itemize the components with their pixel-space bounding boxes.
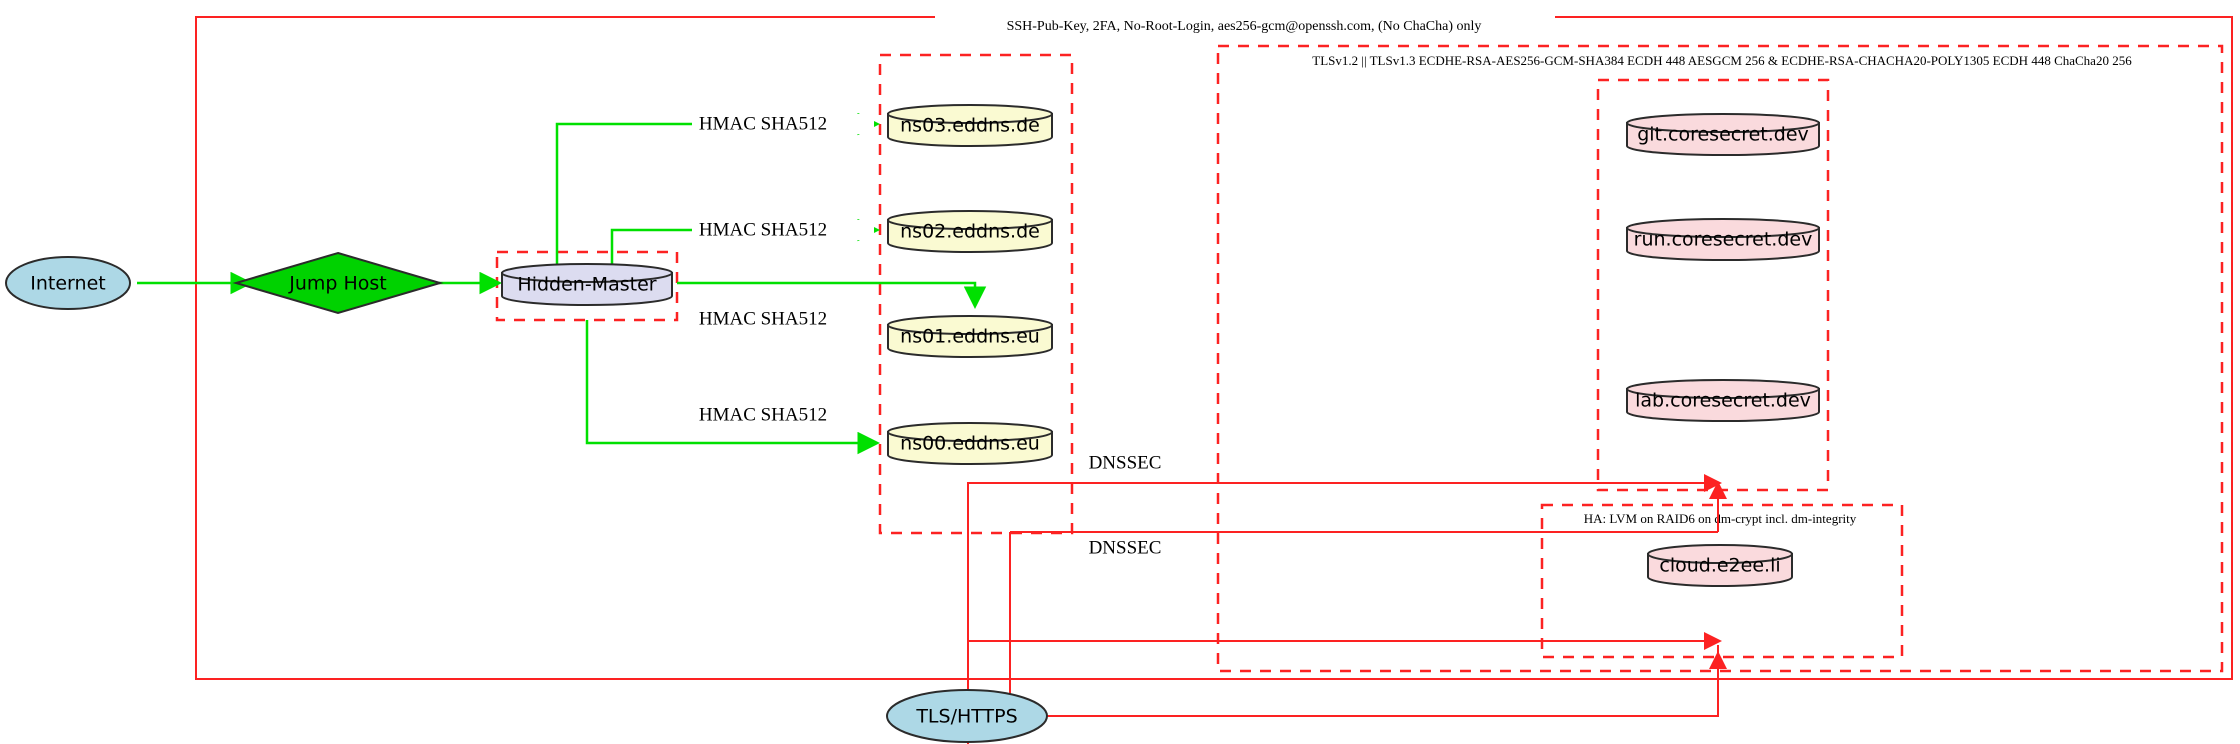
node-run-coresecret[interactable]: run.coresecret.dev — [1626, 218, 1820, 261]
node-internet[interactable]: Internet — [5, 256, 131, 310]
cluster-dns-zone — [878, 53, 1074, 535]
node-ns02[interactable]: ns02.eddns.de — [887, 210, 1053, 253]
hmac-ns03-label-bg — [692, 114, 874, 134]
hmac-ns02-label-bg — [692, 220, 874, 240]
node-ns00-label: ns00.eddns.eu — [900, 433, 1040, 455]
node-ns00[interactable]: ns00.eddns.eu — [887, 422, 1053, 465]
node-lab-coresecret[interactable]: lab.coresecret.dev — [1626, 379, 1820, 422]
tls-label-bg — [1222, 53, 2218, 71]
edge-label-hmac-ns00: HMAC SHA512 — [699, 404, 827, 425]
outer-label-bg — [935, 8, 1555, 28]
cluster-ha-label: HA: LVM on RAID6 on dm-crypt incl. dm-in… — [1584, 511, 1857, 526]
cluster-ha-zone — [1540, 503, 1904, 659]
hmac-ns00-label-bg — [692, 405, 874, 425]
node-cloud-e2ee[interactable]: cloud.e2ee.li — [1647, 544, 1793, 587]
node-lab-label: lab.coresecret.dev — [1635, 390, 1811, 412]
node-hidden-master-label: Hidden-Master — [517, 274, 656, 296]
edge-tls-right-route — [1047, 651, 1727, 717]
node-ns02-label: ns02.eddns.de — [900, 221, 1040, 243]
edge-label-hmac-ns03: HMAC SHA512 — [699, 113, 827, 134]
node-run-label: run.coresecret.dev — [1634, 229, 1813, 251]
node-jump-host-label: Jump Host — [288, 273, 387, 295]
edge-label-hmac-ns02: HMAC SHA512 — [699, 219, 827, 240]
node-cloud-label: cloud.e2ee.li — [1659, 555, 1780, 577]
node-ns03-label: ns03.eddns.de — [900, 115, 1040, 137]
node-ns03[interactable]: ns03.eddns.de — [887, 104, 1053, 147]
node-git-coresecret[interactable]: git.coresecret.dev — [1626, 113, 1820, 156]
node-jump-host[interactable]: Jump Host — [232, 251, 444, 315]
edge-master-to-ns01 — [677, 281, 987, 309]
node-git-label: git.coresecret.dev — [1637, 124, 1809, 146]
node-tls-https-label: TLS/HTTPS — [915, 706, 1017, 728]
node-hidden-master[interactable]: Hidden-Master — [501, 263, 673, 306]
node-tls-https[interactable]: TLS/HTTPS — [886, 689, 1048, 743]
edge-master-to-ns00 — [585, 320, 880, 455]
cluster-tls-label: TLSv1.2 || TLSv1.3 ECDHE-RSA-AES256-GCM-… — [1312, 53, 2132, 68]
edge-label-dnssec-lower: DNSSEC — [1089, 537, 1162, 558]
edge-label-hmac-ns01: HMAC SHA512 — [699, 308, 827, 329]
edge-master-to-ns03 — [555, 112, 880, 268]
edge-label-dnssec-upper: DNSSEC — [1089, 452, 1162, 473]
node-ns01[interactable]: ns01.eddns.eu — [887, 315, 1053, 358]
node-ns01-label: ns01.eddns.eu — [900, 326, 1040, 348]
cluster-tls-zone — [1216, 44, 2224, 673]
ha-label-bg — [1546, 511, 1894, 529]
edge-dnssec-upper — [967, 474, 1722, 513]
cluster-outer-label: SSH-Pub-Key, 2FA, No-Root-Login, aes256-… — [1007, 19, 1482, 34]
node-internet-label: Internet — [30, 273, 105, 295]
cluster-outer-ssh-zone — [195, 16, 2233, 680]
